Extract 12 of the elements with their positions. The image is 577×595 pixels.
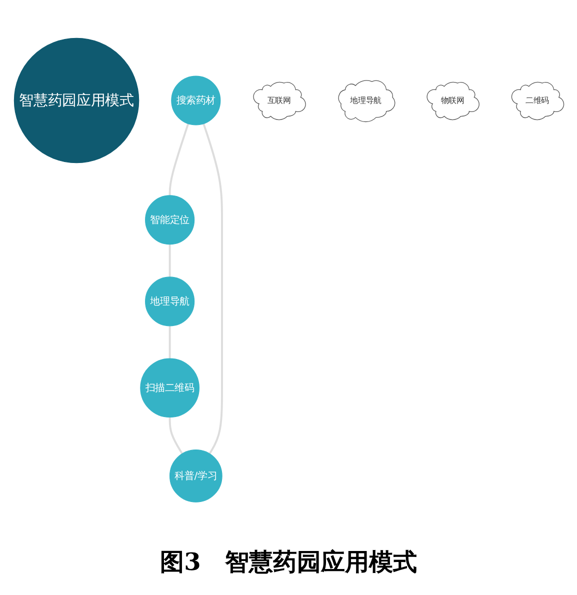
connector — [168, 326, 170, 358]
node-circle: 搜索药材 — [170, 76, 220, 126]
node-circle: 地理导航 — [144, 276, 194, 326]
node-circle: 科普/学习 — [168, 449, 222, 502]
node-circle: 智能定位 — [144, 194, 194, 245]
node-circle: 扫描二维码 — [140, 358, 199, 418]
connector — [168, 244, 170, 277]
connector — [168, 417, 183, 454]
connector — [168, 123, 189, 196]
connector — [202, 123, 222, 454]
node-circle: 智慧药园应用模式 — [13, 38, 139, 163]
figure-caption: 图3 智慧药园应用模式 — [159, 546, 418, 578]
